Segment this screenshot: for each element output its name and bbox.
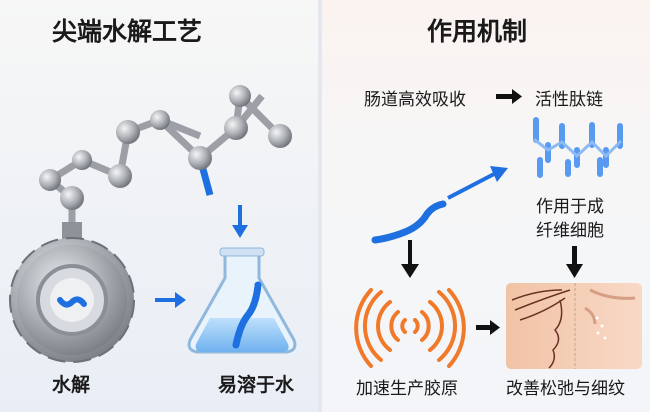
- right-title: 作用机制: [427, 17, 528, 46]
- arrow-icon: [155, 205, 248, 308]
- collagen-label: 加速生产胶原: [356, 379, 458, 399]
- absorb-label: 肠道高效吸收: [364, 90, 466, 110]
- improve-label: 改善松弛与细纹: [506, 379, 625, 399]
- flask-icon: [187, 247, 297, 354]
- hydrolysis-label: 水解: [52, 374, 91, 396]
- fibro-label-line1: 作用于成: [536, 197, 604, 217]
- peptide-chain-icon: [533, 117, 623, 178]
- signal-waves-icon: [354, 288, 466, 368]
- left-title: 尖端水解工艺: [52, 17, 203, 46]
- collagen-strand-icon: [371, 166, 508, 244]
- gear-icon: [9, 222, 135, 363]
- divider: [318, 0, 322, 412]
- molecule-atoms: [39, 85, 292, 210]
- arrow-icon: [401, 89, 583, 335]
- fibro-label-line2: 纤维细胞: [536, 221, 604, 241]
- skin-comparison-icon: [506, 283, 642, 369]
- peptide-label: 活性肽链: [535, 90, 603, 110]
- soluble-label: 易溶于水: [218, 374, 295, 396]
